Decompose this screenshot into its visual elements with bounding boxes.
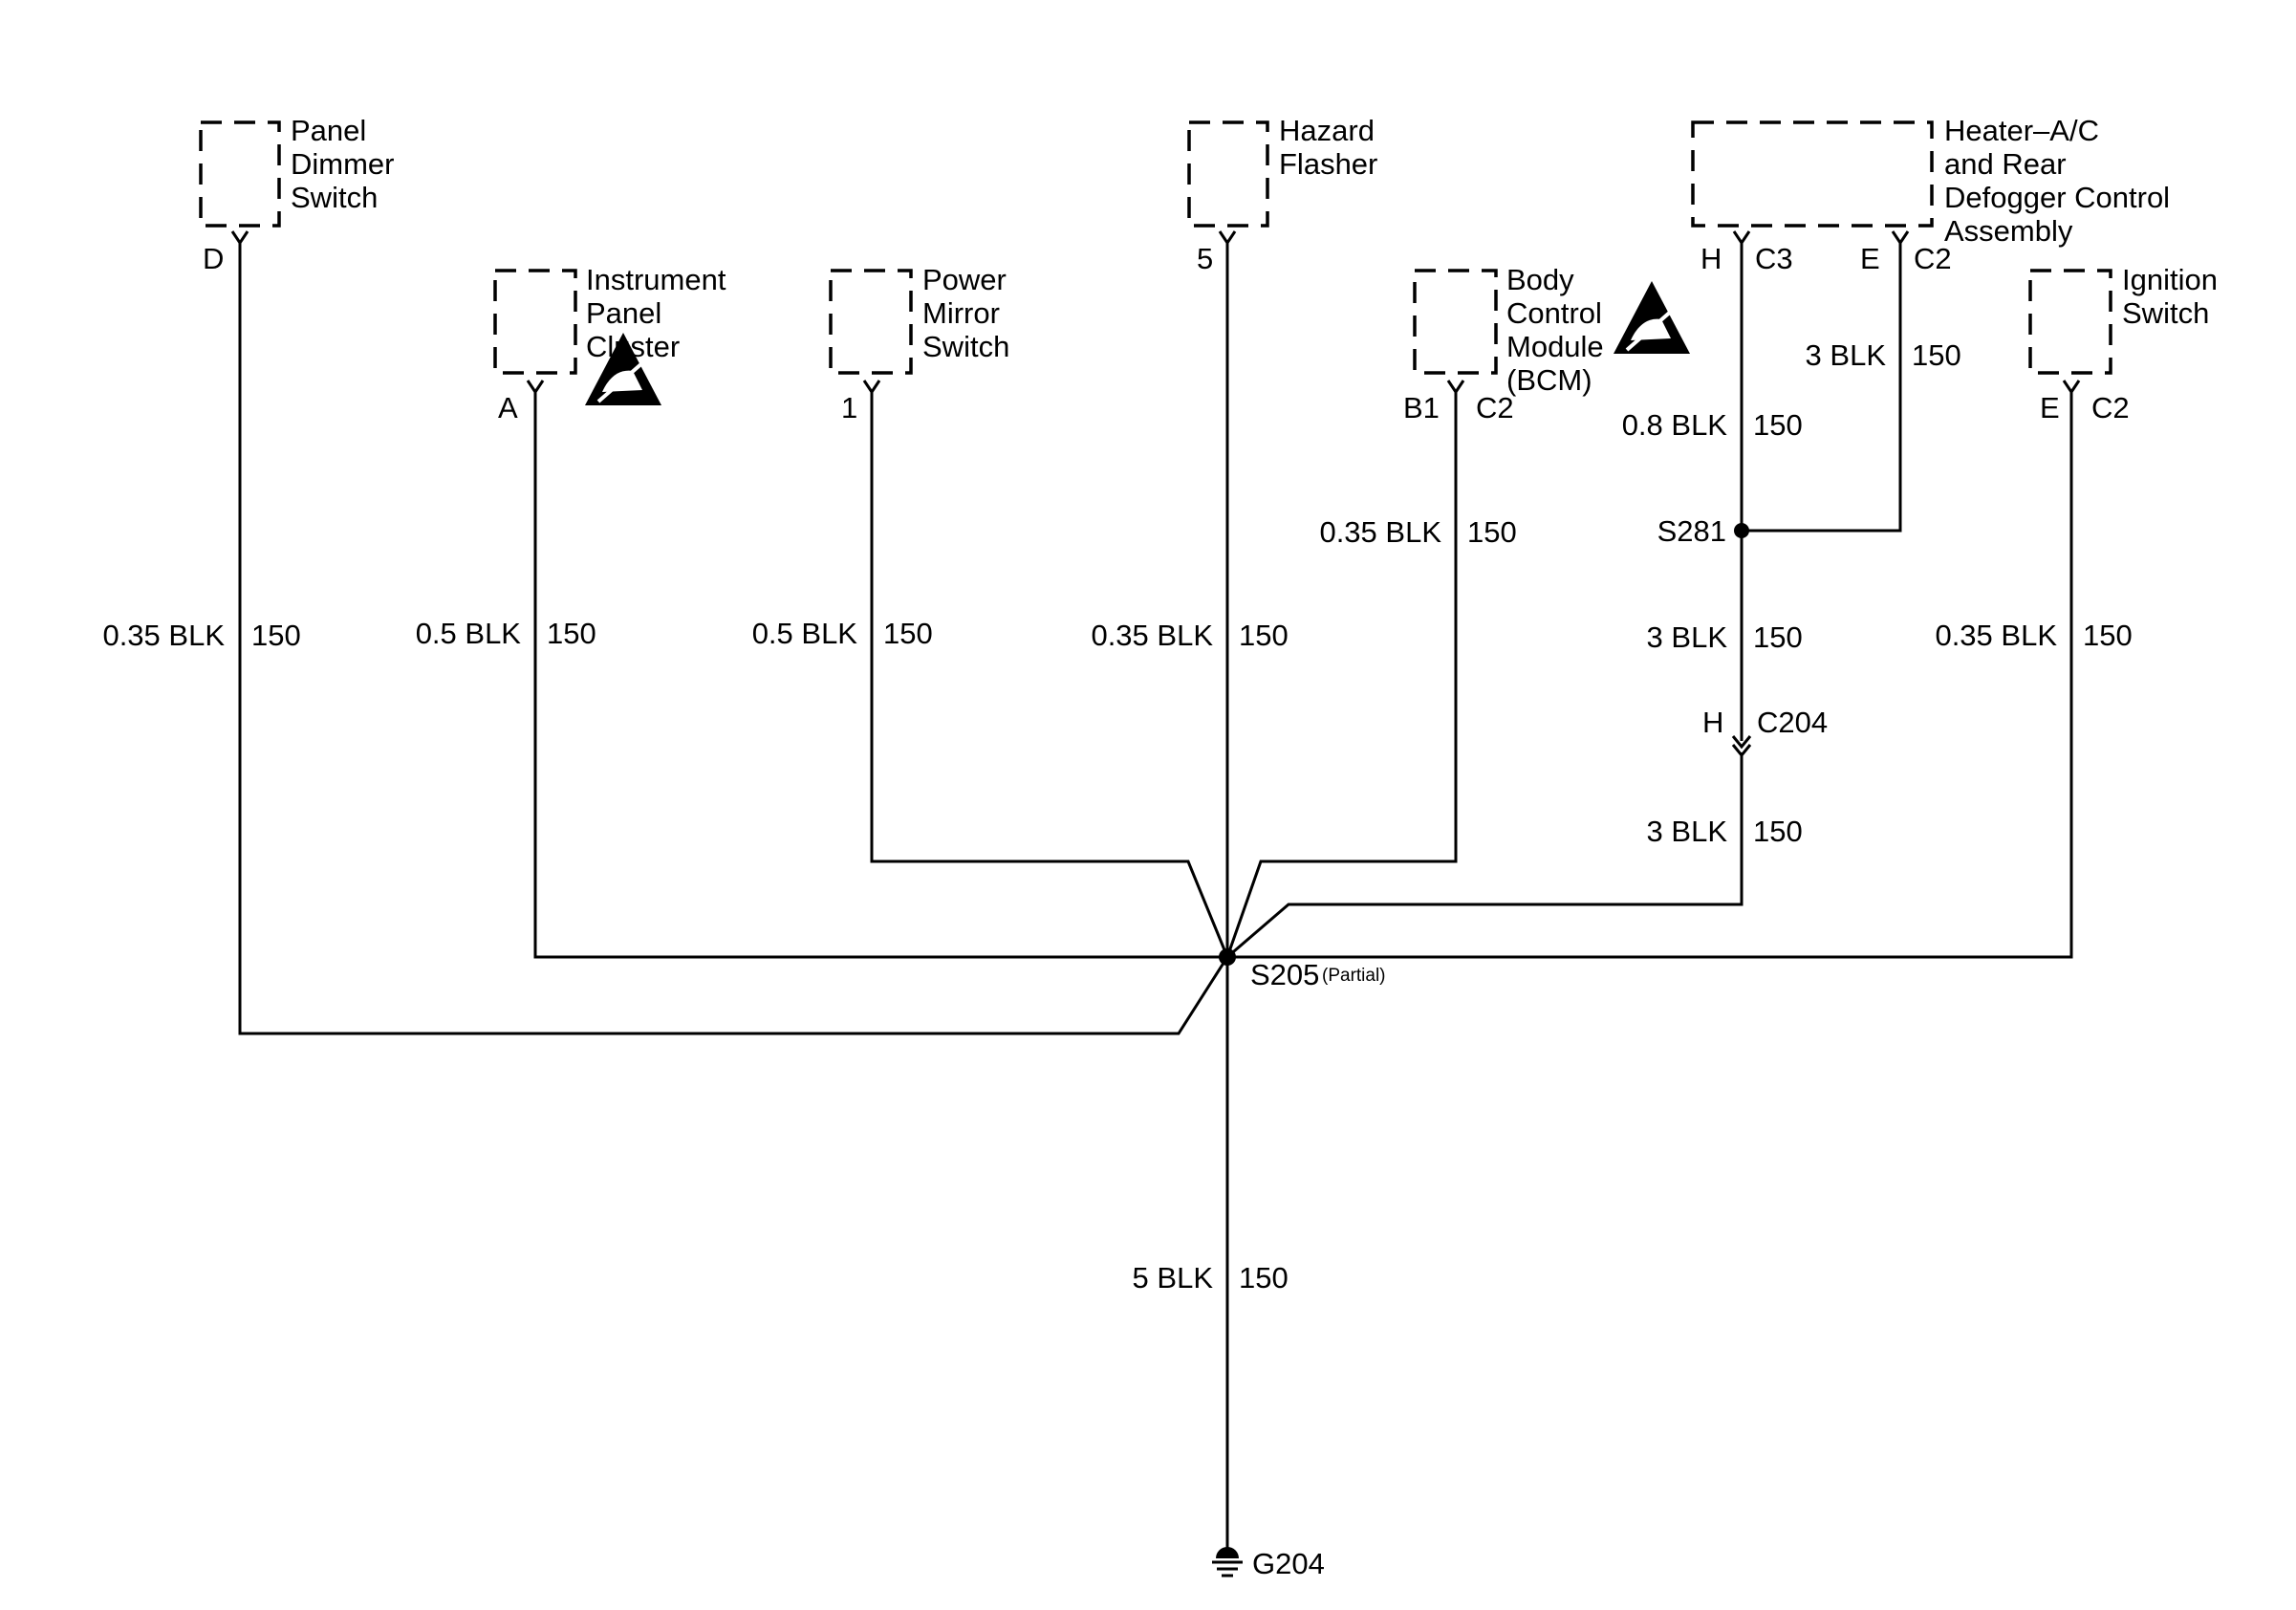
ignition-switch-box <box>2028 269 2112 375</box>
wire-circuit-label: 150 <box>251 619 301 652</box>
pin-label: E <box>1860 242 1880 275</box>
panel-dimmer-switch-box <box>199 120 281 228</box>
pin-label: 5 <box>1197 242 1213 275</box>
pin-label: H <box>1700 242 1722 275</box>
hazard-flasher-box <box>1187 120 1269 228</box>
wire-power-mirror <box>870 392 1229 958</box>
connector-label: C2 <box>2091 391 2130 424</box>
pin-label: 1 <box>841 391 857 424</box>
pin-label: B1 <box>1403 391 1440 424</box>
connector-label: C2 <box>1476 391 1514 424</box>
wire-bcm <box>1225 392 1458 958</box>
ignition-switch-label: Ignition Switch <box>2122 263 2226 330</box>
power-mirror-switch-label: Power Mirror Switch <box>922 263 1015 363</box>
pin-label: D <box>203 242 224 275</box>
wire-gauge-label: 5 BLK <box>1133 1261 1214 1295</box>
splice-s281-label: S281 <box>1657 514 1726 548</box>
pin-label: E <box>2040 391 2060 424</box>
wire-gauge-label: 0.5 BLK <box>752 617 858 650</box>
splice-s281-dot <box>1734 523 1749 538</box>
wire-circuit-label: 150 <box>2083 619 2133 652</box>
wire-circuit-label: 150 <box>547 617 596 650</box>
pin-connector-icon <box>1891 230 1910 246</box>
wire-gauge-label: 3 BLK <box>1806 338 1887 372</box>
wire-panel-dimmer <box>238 243 1229 1035</box>
esd-warning-icon <box>1614 281 1690 354</box>
wire-gauge-label: 0.5 BLK <box>416 617 522 650</box>
splice-s205-dot <box>1219 948 1236 966</box>
ground-g204-label: G204 <box>1252 1547 1325 1580</box>
wire-circuit-label: 150 <box>1753 408 1803 442</box>
wire-circuit-label: 150 <box>1467 515 1517 549</box>
pin-connector-icon <box>2062 380 2081 395</box>
wire-circuit-label: 150 <box>1239 619 1289 652</box>
hazard-flasher-label: Hazard Flasher <box>1279 114 1383 181</box>
wire-heater-e <box>1742 243 1902 533</box>
wire-ignition <box>1227 392 2073 959</box>
instrument-panel-cluster-label: Instrument Panel Cluster <box>586 263 734 363</box>
splice-s205-label: S205 <box>1250 958 1319 991</box>
panel-dimmer-switch-label: Panel Dimmer Switch <box>291 114 402 214</box>
body-control-module-box <box>1413 269 1498 375</box>
wire-gauge-label: 0.35 BLK <box>1935 619 2057 652</box>
pin-connector-icon <box>526 380 545 395</box>
wire-heater-after-c204 <box>1226 752 1744 959</box>
wire-circuit-label: 150 <box>1912 338 1961 372</box>
wire-instrument-cluster <box>533 392 1227 959</box>
connector-label: C2 <box>1914 242 1952 275</box>
heater-ac-control-assembly-label: Heater–A/C and Rear Defogger Control Ass… <box>1944 114 2178 248</box>
wire-circuit-label: 150 <box>1753 620 1803 654</box>
pin-connector-icon <box>1446 380 1465 395</box>
pin-connector-icon <box>1218 230 1237 246</box>
splice-s205-note: (Partial) <box>1322 966 1386 986</box>
esd-warning-icon <box>585 333 661 405</box>
wire-circuit-label: 150 <box>1753 815 1803 848</box>
wire-circuit-label: 150 <box>1239 1261 1289 1295</box>
c204-pin-label: H <box>1702 706 1723 739</box>
heater-ac-control-assembly-box <box>1691 120 1934 228</box>
instrument-panel-cluster-box <box>493 269 577 375</box>
pin-connector-icon <box>862 380 881 395</box>
c204-connector-icon <box>1731 735 1752 758</box>
wire-gauge-label: 3 BLK <box>1647 815 1728 848</box>
wire-gauge-label: 0.35 BLK <box>102 619 225 652</box>
power-mirror-switch-box <box>829 269 913 375</box>
pin-connector-icon <box>1732 230 1751 246</box>
ground-symbol-icon <box>1212 1547 1243 1577</box>
body-control-module-label: Body Control Module (BCM) <box>1506 263 1612 397</box>
c204-label: C204 <box>1757 706 1828 739</box>
wire-gauge-label: 0.8 BLK <box>1622 408 1728 442</box>
wire-gauge-label: 3 BLK <box>1647 620 1728 654</box>
connector-label: C3 <box>1755 242 1793 275</box>
wire-gauge-label: 0.35 BLK <box>1091 619 1213 652</box>
wire-gauge-label: 0.35 BLK <box>1319 515 1441 549</box>
wire-circuit-label: 150 <box>883 617 933 650</box>
pin-connector-icon <box>230 230 249 246</box>
pin-label: A <box>498 391 518 424</box>
